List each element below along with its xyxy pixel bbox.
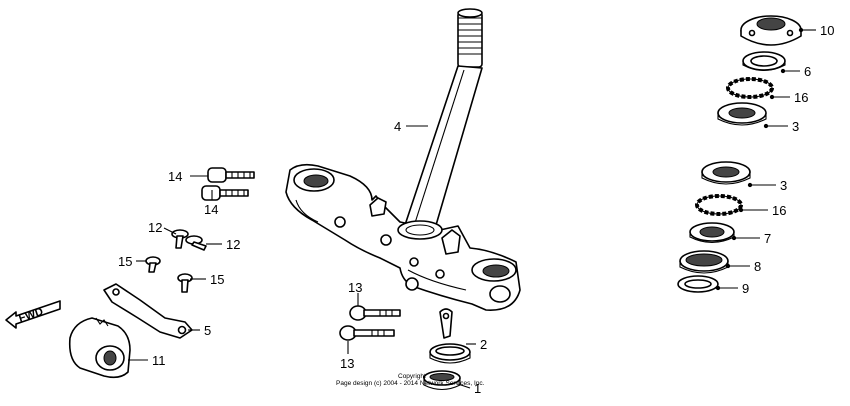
fwd-label: FWD (17, 306, 45, 325)
bolt-13-lower-part (339, 325, 395, 341)
callout-8: 8 (754, 259, 761, 274)
screw-12-right-part (185, 235, 207, 251)
bolt-14-upper-part (207, 167, 255, 183)
callout-7: 7 (764, 231, 771, 246)
screw-12-left-part (171, 229, 189, 249)
bolt-14-lower-part (201, 185, 249, 201)
footer: Copyright Page design (c) 2004 - 2014 Ne… (336, 373, 485, 387)
callout-9: 9 (742, 281, 749, 296)
callout-12-right: 12 (226, 237, 240, 252)
upper-bearing-balls-part (726, 77, 774, 99)
screw-15-left-part (145, 256, 161, 273)
callout-12-left: 12 (148, 220, 162, 235)
footer-copyright: Copyright (398, 373, 426, 380)
callout-16-upper: 16 (794, 90, 808, 105)
forward-direction-marker: FWD (5, 300, 61, 329)
lower-ball-race-upper-part (701, 161, 751, 185)
callout-14-lower: 14 (204, 202, 218, 217)
callout-4: 4 (394, 119, 401, 134)
cable-guide-part (429, 308, 471, 364)
seal-washer-part (677, 275, 719, 293)
upper-dust-seal-part (742, 51, 786, 72)
callout-2: 2 (480, 337, 487, 352)
screw-15-right-part (177, 273, 193, 293)
top-thread-nut-part (740, 15, 802, 46)
lower-ball-race-part (689, 222, 735, 244)
leader-lines (128, 27, 816, 389)
lower-dust-seal-part (679, 250, 729, 274)
cable-holder-part (68, 317, 131, 379)
callout-labels: 10 6 16 3 3 16 7 8 9 4 14 14 12 12 15 15… (118, 23, 834, 396)
callout-13-upper: 13 (348, 280, 362, 295)
steering-stem-part (285, 8, 521, 311)
callout-3-upper: 3 (792, 119, 799, 134)
callout-11: 11 (152, 353, 166, 368)
callout-15-left: 15 (118, 254, 132, 269)
upper-ball-race-part (717, 102, 767, 126)
callout-16-lower: 16 (772, 203, 786, 218)
callout-1: 1 (474, 381, 481, 396)
callout-3-lower: 3 (780, 178, 787, 193)
bolt-13-upper-part (349, 305, 401, 321)
callout-10: 10 (820, 23, 834, 38)
callout-15-right: 15 (210, 272, 224, 287)
footer-page-design: Page design (c) 2004 - 2014 Network Serv… (336, 380, 485, 387)
callout-5: 5 (204, 323, 211, 338)
callout-6: 6 (804, 64, 811, 79)
callout-13-lower: 13 (340, 356, 354, 371)
callout-14-upper: 14 (168, 169, 182, 184)
lower-bearing-balls-part (695, 194, 743, 216)
